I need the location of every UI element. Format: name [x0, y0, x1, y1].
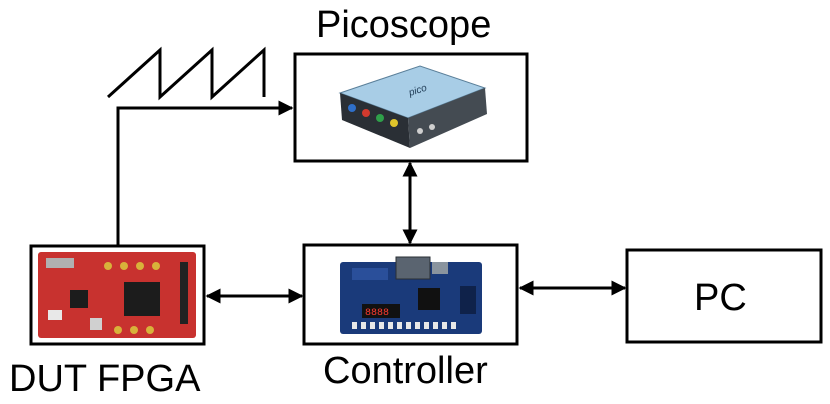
fpga-dev-board-icon: [38, 252, 196, 338]
controller-label: Controller: [323, 350, 488, 392]
oscilloscope-device-icon: pico: [338, 65, 487, 148]
dut-fpga-label: DUT FPGA: [9, 358, 201, 400]
picoscope-label: Picoscope: [316, 4, 492, 46]
sawtooth-waveform-icon: [106, 46, 266, 101]
picoscope-box: pico: [293, 52, 529, 163]
pc-label: PC: [694, 277, 747, 319]
dut-fpga-box: [29, 244, 206, 346]
fpga-dev-board-icon: 8888: [340, 256, 482, 334]
controller-box: 8888: [302, 243, 519, 346]
pc-box: [625, 248, 823, 344]
svg-text:8888: 8888: [365, 308, 389, 319]
dut-to-picoscope-signal-wire: [116, 100, 294, 246]
